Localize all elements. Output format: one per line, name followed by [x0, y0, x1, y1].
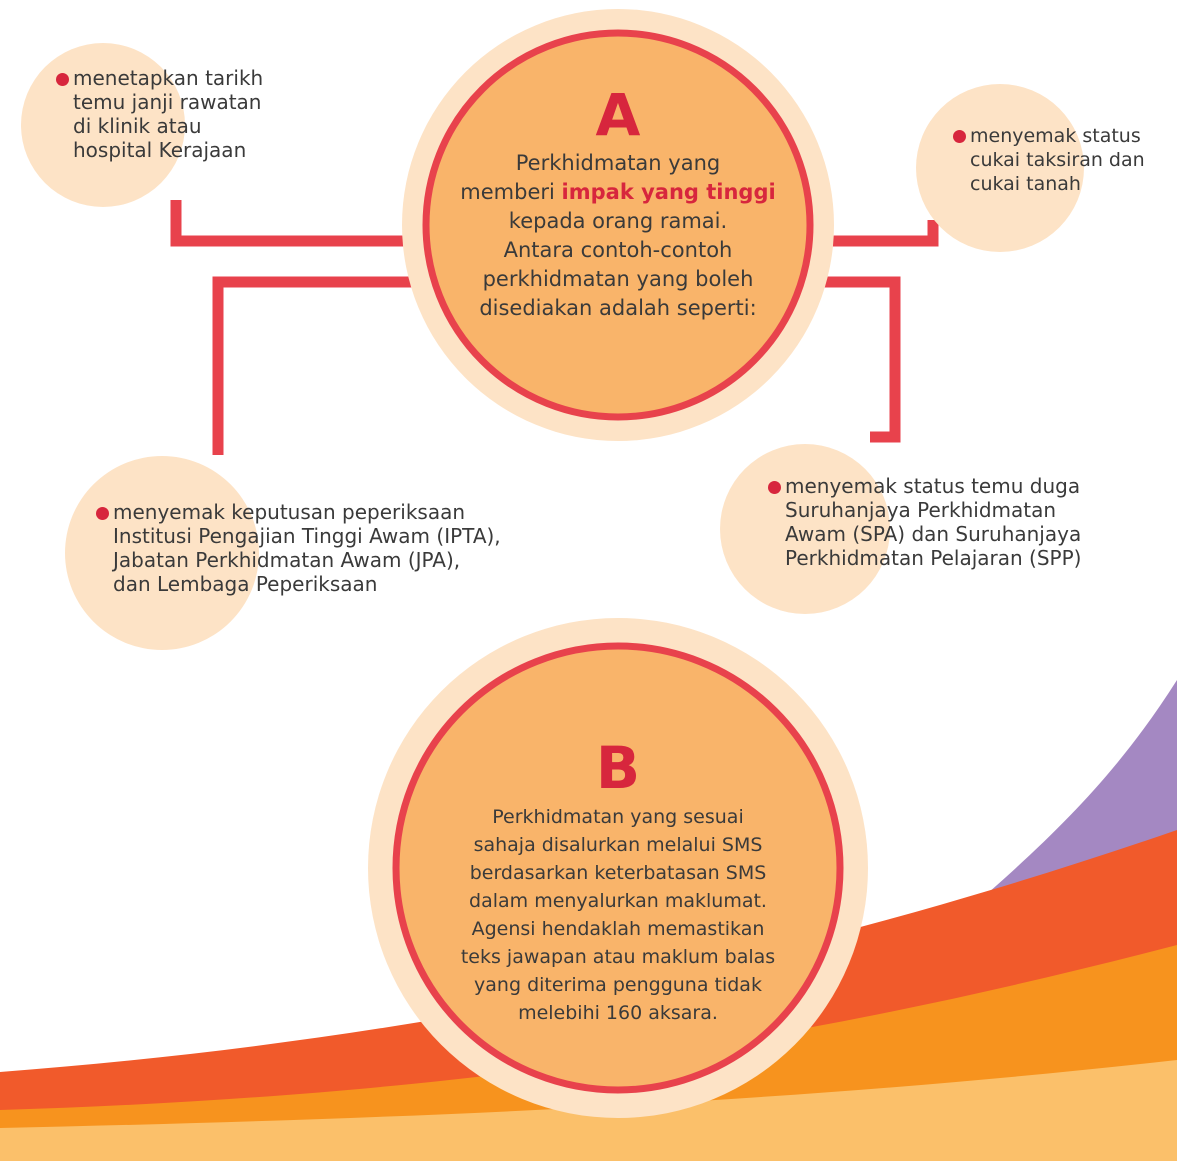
connector-top-left [170, 200, 425, 247]
example-top-right-line-3: cukai tanah [970, 173, 1081, 195]
circle-a-line-2-pre: memberi [460, 180, 562, 204]
circle-a-highlight: impak yang tinggi [561, 180, 776, 204]
circle-b-letter: B [595, 734, 641, 802]
example-bottom-right-line-4: Perkhidmatan Pelajaran (SPP) [785, 546, 1082, 570]
connector-bottom-left [212, 276, 440, 455]
circle-b-line-3: berdasarkan keterbatasan SMS [469, 862, 767, 884]
example-bottom-left-line-2: Institusi Pengajian Tinggi Awam (IPTA), [113, 524, 501, 548]
example-bottom-left-line-1: menyemak keputusan peperiksaan [96, 500, 501, 524]
circle-a-line-1: Perkhidmatan yang [515, 151, 721, 175]
example-bottom-right-line-3: Awam (SPA) dan Suruhanjaya [785, 522, 1082, 546]
example-top-left: menetapkan tarikh temu janji rawatan di … [56, 66, 263, 162]
example-top-left-line-4: hospital Kerajaan [73, 138, 247, 162]
circle-b-line-7: yang diterima pengguna tidak [474, 974, 762, 996]
example-top-left-line-2: temu janji rawatan [73, 90, 262, 114]
circle-b-line-4: dalam menyalurkan maklumat. [469, 890, 767, 912]
circle-a-line-5: perkhidmatan yang boleh [482, 267, 754, 291]
circle-b-text: Perkhidmatan yang sesuai sahaja disalurk… [438, 803, 798, 1027]
example-bottom-right: menyemak status temu duga Suruhanjaya Pe… [768, 474, 1081, 570]
example-top-left-line-3: di klinik atau [73, 114, 202, 138]
connector-top-right [820, 220, 939, 247]
circle-a-line-2: memberi impak yang tinggi [448, 178, 788, 207]
circle-b-line-8: melebihi 160 aksara. [518, 1002, 718, 1024]
circle-a-text: Perkhidmatan yang memberi impak yang tin… [448, 149, 788, 323]
circle-a-line-6: disediakan adalah seperti: [479, 296, 757, 320]
circle-b-line-6: teks jawapan atau maklum balas [460, 946, 776, 968]
example-bottom-left-line-3: Jabatan Perkhidmatan Awam (JPA), [113, 548, 461, 572]
circle-b-line-2: sahaja disalurkan melalui SMS [473, 834, 763, 856]
circle-b-line-1: Perkhidmatan yang sesuai [492, 806, 744, 828]
example-top-left-line-1: menetapkan tarikh [56, 66, 263, 90]
circle-a-line-3: kepada orang ramai. [508, 209, 728, 233]
example-bottom-right-line-2: Suruhanjaya Perkhidmatan [785, 498, 1057, 522]
example-bottom-right-line-1: menyemak status temu duga [768, 474, 1081, 498]
example-bottom-left: menyemak keputusan peperiksaan Institusi… [96, 500, 501, 596]
connector-lines [170, 200, 939, 455]
example-bottom-left-line-4: dan Lembaga Peperiksaan [113, 572, 378, 596]
connector-bottom-right [820, 276, 901, 443]
circle-a-line-4: Antara contoh-contoh [503, 238, 733, 262]
circle-a [422, 29, 814, 421]
example-top-right-line-2: cukai taksiran dan [970, 149, 1145, 171]
example-top-right-line-1: menyemak status [953, 124, 1145, 148]
wave-purple [980, 680, 1177, 900]
circle-b [392, 642, 844, 1094]
circle-b-line-5: Agensi hendaklah memastikan [471, 918, 765, 940]
example-top-right: menyemak status cukai taksiran dan cukai… [953, 124, 1145, 196]
circle-a-letter: A [595, 81, 641, 149]
